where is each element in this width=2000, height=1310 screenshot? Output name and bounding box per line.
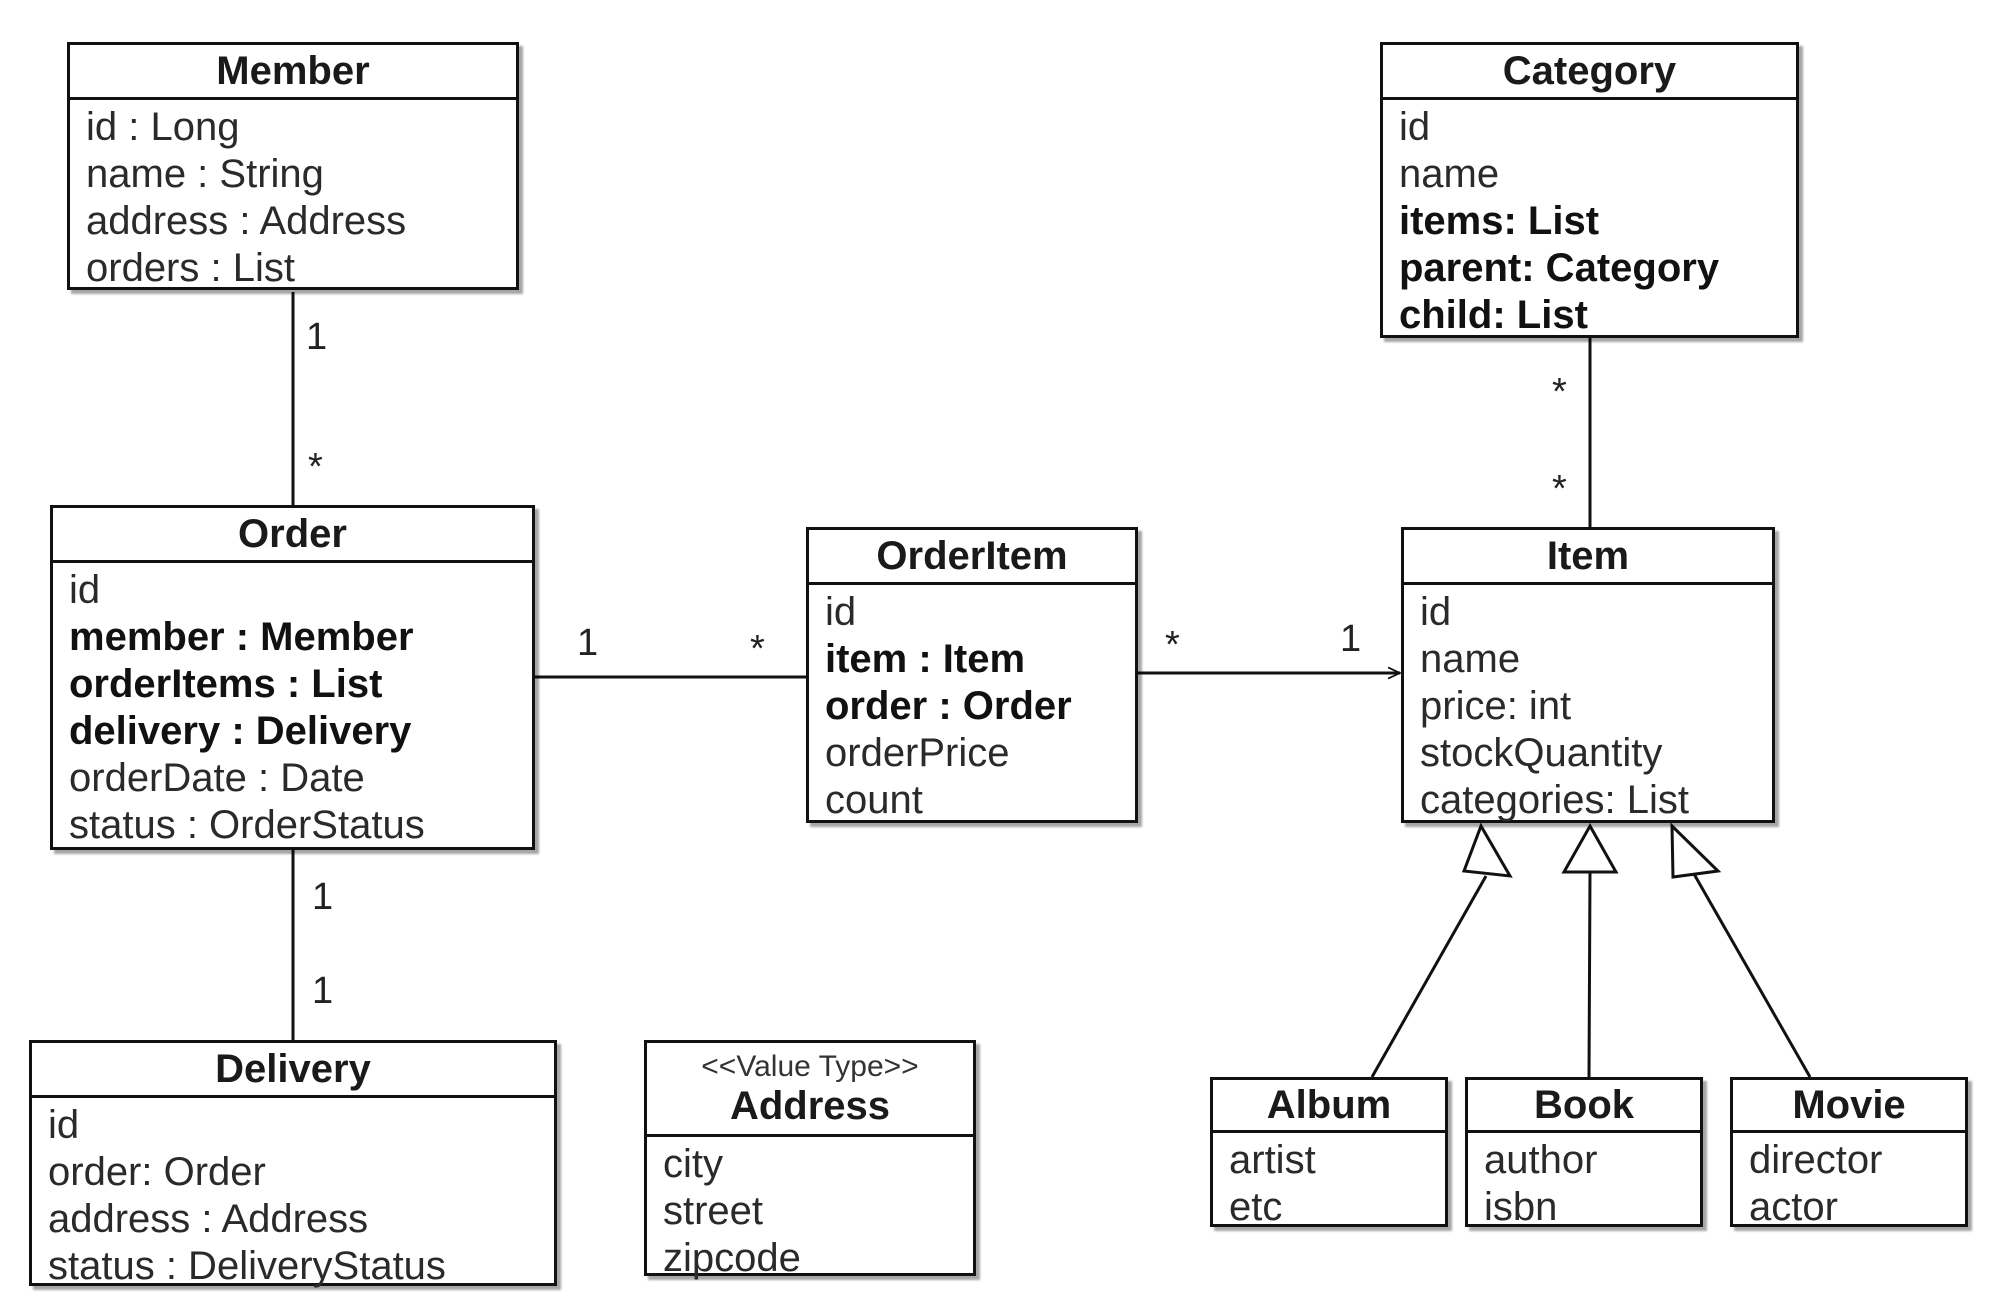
class-attribute: zipcode (663, 1236, 801, 1280)
class-attribute: city (663, 1142, 723, 1186)
class-name: Book (1534, 1083, 1634, 1127)
multiplicity-orderitem-from-order: * (750, 628, 765, 670)
class-name: Movie (1792, 1083, 1906, 1127)
class-attribute: address : Address (48, 1197, 369, 1241)
class-name: Order (238, 512, 347, 556)
multiplicity-order-to-delivery: 1 (312, 876, 334, 918)
class-attribute: isbn (1484, 1185, 1558, 1229)
class-attribute: etc (1229, 1185, 1283, 1229)
class-attribute: id (825, 590, 857, 634)
class-attribute: order: Order (48, 1150, 266, 1194)
class-attribute: name (1420, 637, 1521, 681)
class-attribute: orderPrice (825, 731, 1010, 775)
class-attribute: member : Member (69, 615, 414, 659)
multiplicity-member-side: 1 (306, 316, 328, 358)
class-attribute: address : Address (86, 199, 407, 243)
class-name: Member (216, 49, 370, 93)
class-attribute: order : Order (825, 684, 1072, 728)
class-name: Category (1502, 49, 1677, 93)
class-name: Delivery (215, 1047, 371, 1091)
class-attribute: status : DeliveryStatus (48, 1244, 446, 1288)
class-name: Item (1546, 534, 1630, 578)
multiplicity-order-side: * (308, 446, 323, 488)
class-attribute: items: List (1399, 199, 1600, 243)
class-attribute: child: List (1399, 293, 1588, 337)
multiplicity-orderitem-to-item: * (1165, 624, 1180, 666)
class-attribute: artist (1229, 1138, 1316, 1182)
class-attribute: author (1484, 1138, 1598, 1182)
class-attribute: id : Long (86, 105, 240, 149)
stereotype-label: <<Value Type>> (701, 1049, 919, 1083)
multiplicity-delivery-from-order: 1 (312, 970, 334, 1012)
class-attribute: name (1399, 152, 1500, 196)
book-inheritance-line (1587, 871, 1592, 1078)
album-inheritance-line (1370, 875, 1488, 1078)
class-attribute: item : Item (825, 637, 1026, 681)
class-attribute: id (1399, 105, 1431, 149)
class-attribute: parent: Category (1399, 246, 1720, 290)
class-attribute: delivery : Delivery (69, 709, 412, 753)
class-attribute: id (1420, 590, 1452, 634)
multiplicity-order-to-orderitem: 1 (577, 622, 599, 664)
class-attribute: id (69, 568, 101, 612)
class-attribute: orderItems : List (69, 662, 383, 706)
multiplicity-category-side: * (1552, 371, 1567, 413)
class-attribute: count (825, 778, 923, 822)
class-attribute: categories: List (1420, 778, 1690, 822)
class-attribute: stockQuantity (1420, 731, 1663, 775)
class-name: Album (1266, 1083, 1392, 1127)
album-inheritance-head (1461, 822, 1513, 878)
class-attribute: orders : List (86, 246, 295, 290)
movie-inheritance-head (1670, 822, 1722, 879)
book-inheritance-head (1561, 822, 1619, 874)
class-attribute: actor (1749, 1185, 1838, 1229)
class-attribute: price: int (1420, 684, 1572, 728)
class-attribute: orderDate : Date (69, 756, 365, 800)
class-name: OrderItem (876, 534, 1068, 578)
movie-inheritance-line (1692, 873, 1812, 1078)
class-attribute: id (48, 1103, 80, 1147)
class-attribute: status : OrderStatus (69, 803, 425, 847)
class-attribute: director (1749, 1138, 1883, 1182)
multiplicity-item-side: * (1552, 468, 1567, 510)
multiplicity-item-from-orderitem: 1 (1340, 618, 1362, 660)
class-attribute: name : String (86, 152, 324, 196)
class-attribute: street (663, 1189, 764, 1233)
class-name: Address (729, 1083, 891, 1128)
